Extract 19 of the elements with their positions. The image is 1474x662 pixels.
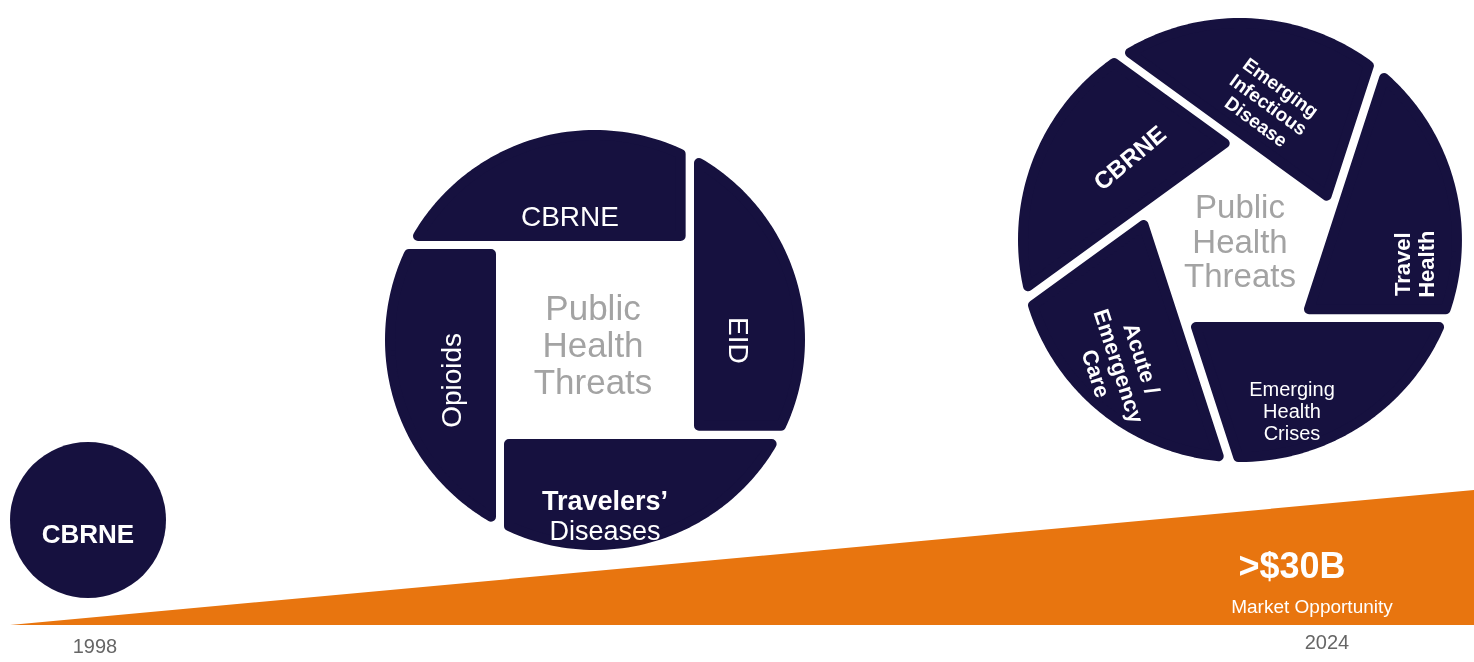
segment-label: >$30B [1237, 546, 1347, 586]
segment-label: Opioids [436, 331, 468, 430]
segment-label: Market Opportunity [1230, 597, 1394, 618]
ring-segment [385, 249, 496, 522]
year-label: 1998 [71, 635, 119, 657]
year-label: 2024 [1303, 631, 1351, 653]
ring-segment [413, 130, 686, 241]
center-title: Public Health Threats [532, 290, 654, 401]
ring-segment [694, 158, 805, 431]
segment-label: Travel Health [1390, 229, 1440, 300]
segment-label: Travelers’ Diseases [540, 487, 670, 547]
circle-node [10, 442, 166, 598]
segment-label: CBRNE [519, 202, 620, 233]
center-title: Public Health Threats [1183, 190, 1297, 294]
ring-segment [504, 439, 777, 550]
ring-segment [1190, 322, 1444, 462]
segment-label: EID [722, 316, 754, 366]
segment-label: Emerging Health Crises [1248, 378, 1336, 444]
segment-label: CBRNE [40, 520, 136, 549]
